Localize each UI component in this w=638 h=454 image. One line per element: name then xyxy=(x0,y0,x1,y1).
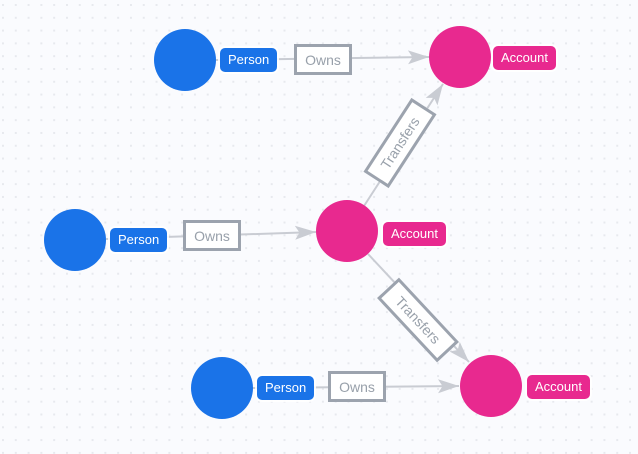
node-label-account-2[interactable]: Account xyxy=(383,222,446,246)
node-person-2[interactable] xyxy=(44,209,106,271)
node-label-person-1[interactable]: Person xyxy=(220,48,278,72)
node-account-1[interactable] xyxy=(429,26,491,88)
relationship-label-owns-1[interactable]: Owns xyxy=(294,44,352,75)
relationship-label-owns-3[interactable]: Owns xyxy=(328,371,386,402)
node-label-person-3[interactable]: Person xyxy=(257,376,315,400)
node-label-person-2[interactable]: Person xyxy=(110,228,168,252)
relationship-label-owns-2[interactable]: Owns xyxy=(183,220,241,251)
node-person-3[interactable] xyxy=(191,357,253,419)
node-account-3[interactable] xyxy=(460,355,522,417)
node-person-1[interactable] xyxy=(154,29,216,91)
node-label-account-3[interactable]: Account xyxy=(527,375,590,399)
node-account-2[interactable] xyxy=(316,200,378,262)
node-label-account-1[interactable]: Account xyxy=(493,46,556,70)
